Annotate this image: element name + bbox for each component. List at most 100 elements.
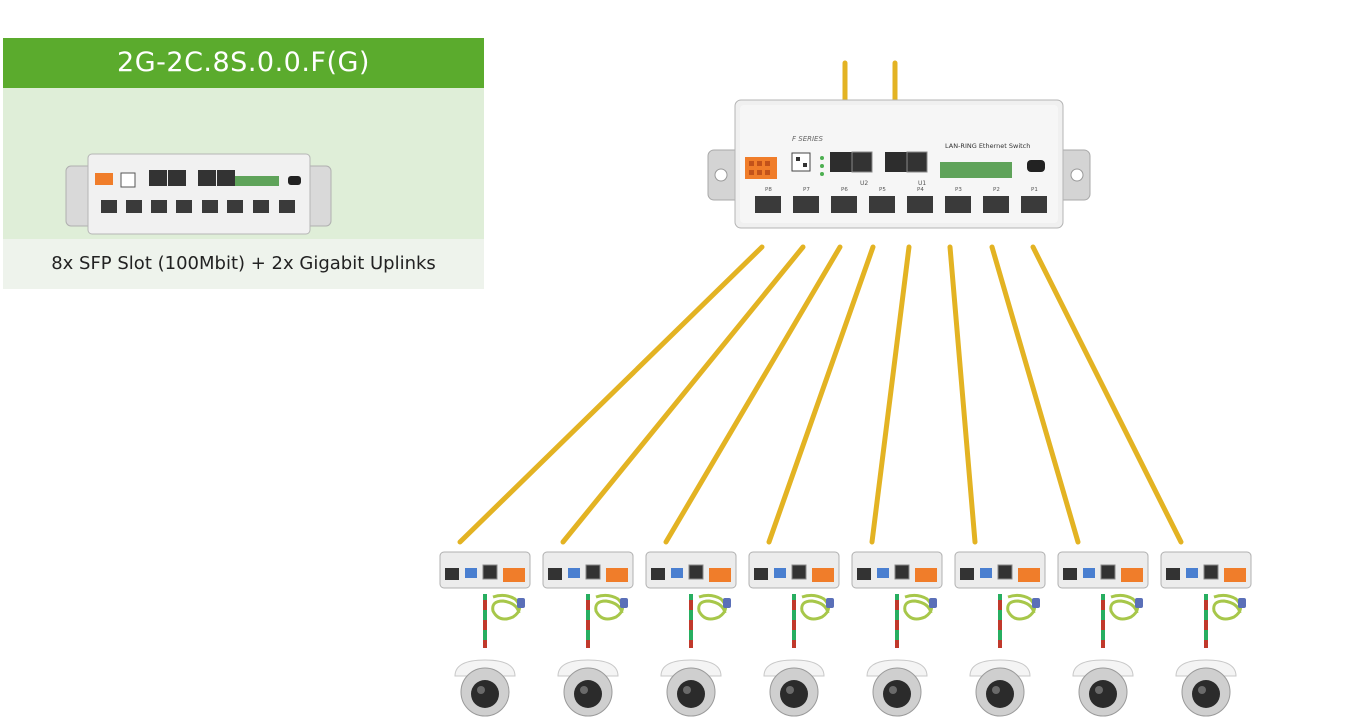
ground-connector [620,598,628,608]
sfp-port-row [755,196,1047,213]
dip-switch [1186,568,1198,578]
lens-highlight [1198,686,1206,694]
terminal-block [812,568,834,582]
lens-highlight [1095,686,1103,694]
fiber-link [766,244,876,545]
green-terminal [940,162,1012,178]
dome-camera-icon [763,659,825,717]
usb-port [1027,160,1045,172]
uplink-rj45-u2 [851,151,873,173]
camera-lens [1192,680,1220,708]
ground-connector [1135,598,1143,608]
ground-connector [517,598,525,608]
ground-wire [491,593,521,621]
dome-camera-icon [1175,659,1237,717]
rj45-port [997,564,1013,580]
dome-camera-icon [969,659,1031,717]
sfp-slot [1166,568,1180,580]
camera-lens [780,680,808,708]
sfp-slot [548,568,562,580]
uplink-sfp-u1 [885,152,907,172]
port-label: P7 [803,187,810,193]
lens-highlight [786,686,794,694]
dip-switch [568,568,580,578]
product-switch-image [65,153,332,235]
switch-title-label: LAN-RING Ethernet Switch [945,142,1030,150]
product-card: 2G-2C.8S.0.0.F(G) 8x SFP Slot (100Mbit) … [3,38,484,289]
dome-camera-icon [660,659,722,717]
media-converter [645,551,737,648]
port-label: P4 [917,187,924,193]
fiber-link [457,244,765,545]
lens-highlight [477,686,485,694]
fiber-link [869,244,912,545]
camera-lens [677,680,705,708]
ground-wire [594,593,624,621]
media-converter [954,551,1046,648]
sfp-slot [445,568,459,580]
ground-connector [929,598,937,608]
ethernet-cable [998,594,1002,648]
rj45-port [688,564,704,580]
sfp-slot [857,568,871,580]
ethernet-cable [586,594,590,648]
lens-highlight [683,686,691,694]
dip-switch [980,568,992,578]
lens-highlight [580,686,588,694]
port-label: P5 [879,187,886,193]
dip-switch [671,568,683,578]
terminal-block [915,568,937,582]
ground-connector [826,598,834,608]
media-converter [851,551,943,648]
dome-camera-icon [1072,659,1134,717]
dip-switch [465,568,477,578]
uplink-rj45-u1 [906,151,928,173]
camera-lens [1089,680,1117,708]
rj45-port [791,564,807,580]
ethernet-cable [1204,594,1208,648]
rj45-port [1203,564,1219,580]
sfp-slot [1063,568,1077,580]
sfp-slot [754,568,768,580]
lan-ring-switch: F SERIES U2 U1 LAN-RING Ethernet Switch … [707,99,1091,229]
ground-wire [1109,593,1139,621]
ethernet-cable [792,594,796,648]
ground-wire [903,593,933,621]
ethernet-cable [895,594,899,648]
product-description: 8x SFP Slot (100Mbit) + 2x Gigabit Uplin… [3,239,484,289]
media-converter [1160,551,1252,648]
fiber-link [989,244,1081,545]
terminal-block [709,568,731,582]
camera-lens [471,680,499,708]
sfp-slot [651,568,665,580]
terminal-block [1121,568,1143,582]
port-label: P6 [841,187,848,193]
qr-code [791,152,811,172]
terminal-block [1018,568,1040,582]
product-model-title: 2G-2C.8S.0.0.F(G) [3,38,484,88]
camera-lens [883,680,911,708]
ethernet-cable [483,594,487,648]
uplink-label-u1: U1 [918,180,926,187]
ground-wire [800,593,830,621]
uplink-sfp-u2 [830,152,852,172]
port-label: P2 [993,187,1000,193]
ground-connector [1238,598,1246,608]
fiber-link [1030,244,1184,545]
dip-switch [877,568,889,578]
dome-camera-icon [866,659,928,717]
switch-series-label: F SERIES [792,135,823,143]
media-converter [439,551,531,648]
rj45-port [482,564,498,580]
terminal-block [503,568,525,582]
sfp-slot [960,568,974,580]
fiber-link [947,244,978,545]
ground-connector [723,598,731,608]
rj45-port [894,564,910,580]
dip-switch [1083,568,1095,578]
ethernet-cable [689,594,693,648]
uplink-label-u2: U2 [860,180,868,187]
media-converter [542,551,634,648]
terminal-block [606,568,628,582]
fiber-link [560,244,806,545]
